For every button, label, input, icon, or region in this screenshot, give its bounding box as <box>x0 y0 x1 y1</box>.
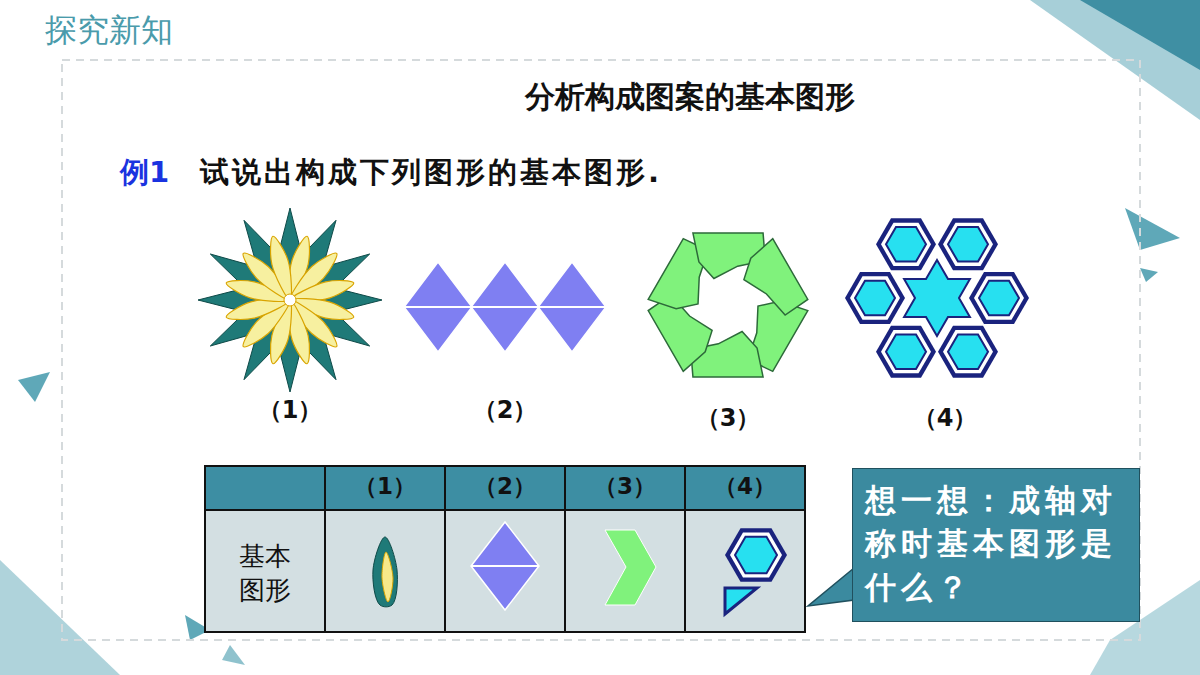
figure-number: （2） <box>473 397 538 425</box>
basic-hexagon <box>725 528 787 614</box>
callout-pointer <box>808 568 854 606</box>
table-header: （3） <box>594 473 656 499</box>
table <box>205 466 805 632</box>
basic-diamond <box>471 522 539 610</box>
basic-chevron <box>605 530 656 605</box>
section-header: 探究新知 <box>45 12 173 49</box>
figure-number: （3） <box>696 405 761 433</box>
table-header: （1） <box>354 473 416 499</box>
table-header: （2） <box>474 473 536 499</box>
example-number: 例1 <box>120 156 169 189</box>
basic-petal-inner <box>382 552 393 602</box>
swirl-figure <box>648 233 808 377</box>
flower-figure <box>198 208 382 392</box>
figure-number: （4） <box>913 405 978 433</box>
row-header: 基本图形 <box>238 540 293 608</box>
callout-text: 想一想：成轴对称时基本图形是什么？ <box>865 479 1131 609</box>
callout-box: 想一想：成轴对称时基本图形是什么？ <box>852 468 1140 622</box>
hexagon-figure <box>845 218 1029 377</box>
slide-title: 分析构成图案的基本图形 <box>525 80 855 115</box>
table-header: （4） <box>714 473 776 499</box>
diamond-figure <box>404 262 606 352</box>
example-prompt: 试说出构成下列图形的基本图形. <box>200 156 662 189</box>
figure-number: （1） <box>258 397 323 425</box>
basic-petal <box>373 537 398 607</box>
